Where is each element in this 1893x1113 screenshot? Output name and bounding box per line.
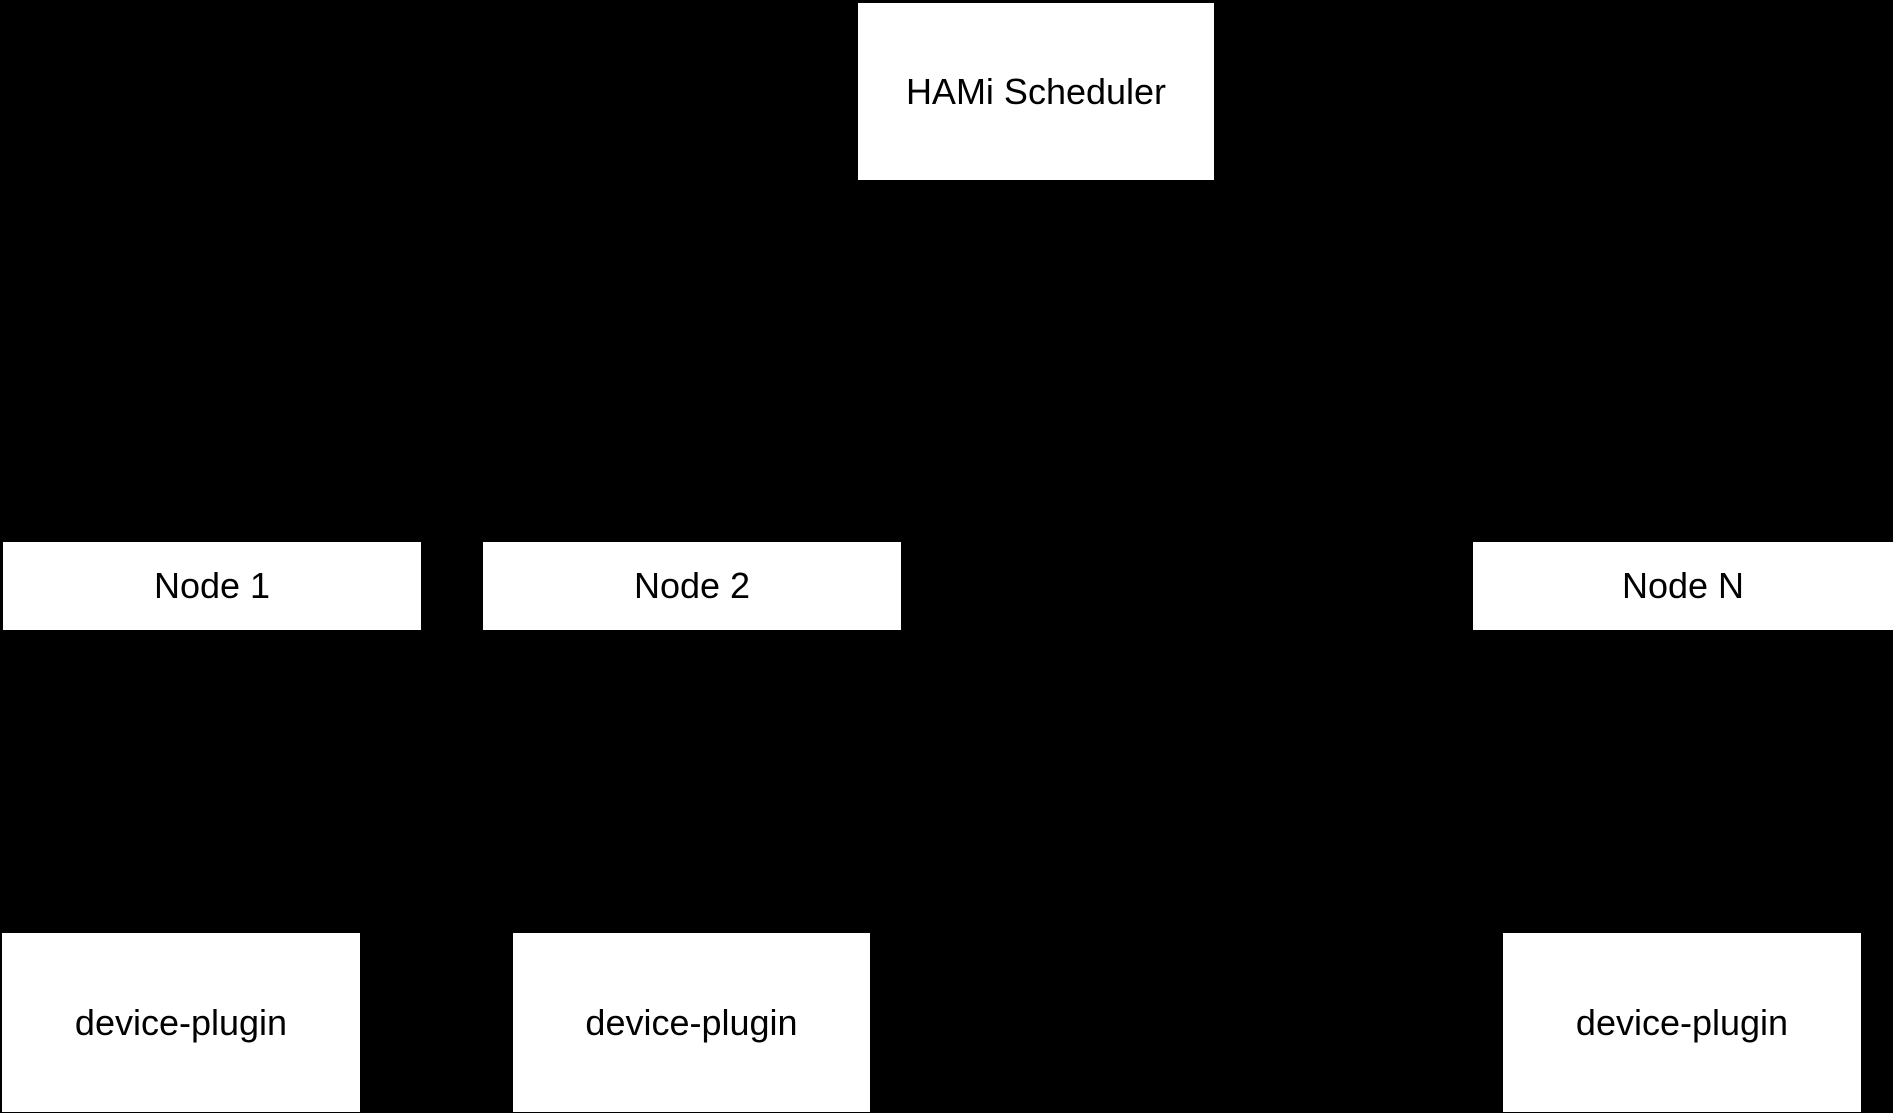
device-plugin-box-node-n: device-plugin bbox=[1503, 933, 1861, 1112]
node-n-box: Node N bbox=[1473, 542, 1893, 630]
device-plugin-label-node-2: device-plugin bbox=[585, 1001, 798, 1043]
hami-scheduler-box: HAMi Scheduler bbox=[858, 3, 1214, 180]
node-2-box: Node 2 bbox=[483, 542, 901, 630]
device-plugin-label-node-n: device-plugin bbox=[1575, 1001, 1789, 1043]
node-2-label: Node 2 bbox=[633, 565, 751, 606]
device-plugin-box-node-2: device-plugin bbox=[513, 933, 870, 1112]
node-1-label: Node 1 bbox=[153, 565, 271, 606]
hami-scheduler-label: HAMi Scheduler bbox=[905, 70, 1167, 112]
node-n-label: Node N bbox=[1621, 565, 1745, 606]
device-plugin-label-node-1: device-plugin bbox=[74, 1001, 288, 1043]
node-1-box: Node 1 bbox=[3, 542, 421, 630]
device-plugin-box-node-1: device-plugin bbox=[2, 933, 360, 1112]
